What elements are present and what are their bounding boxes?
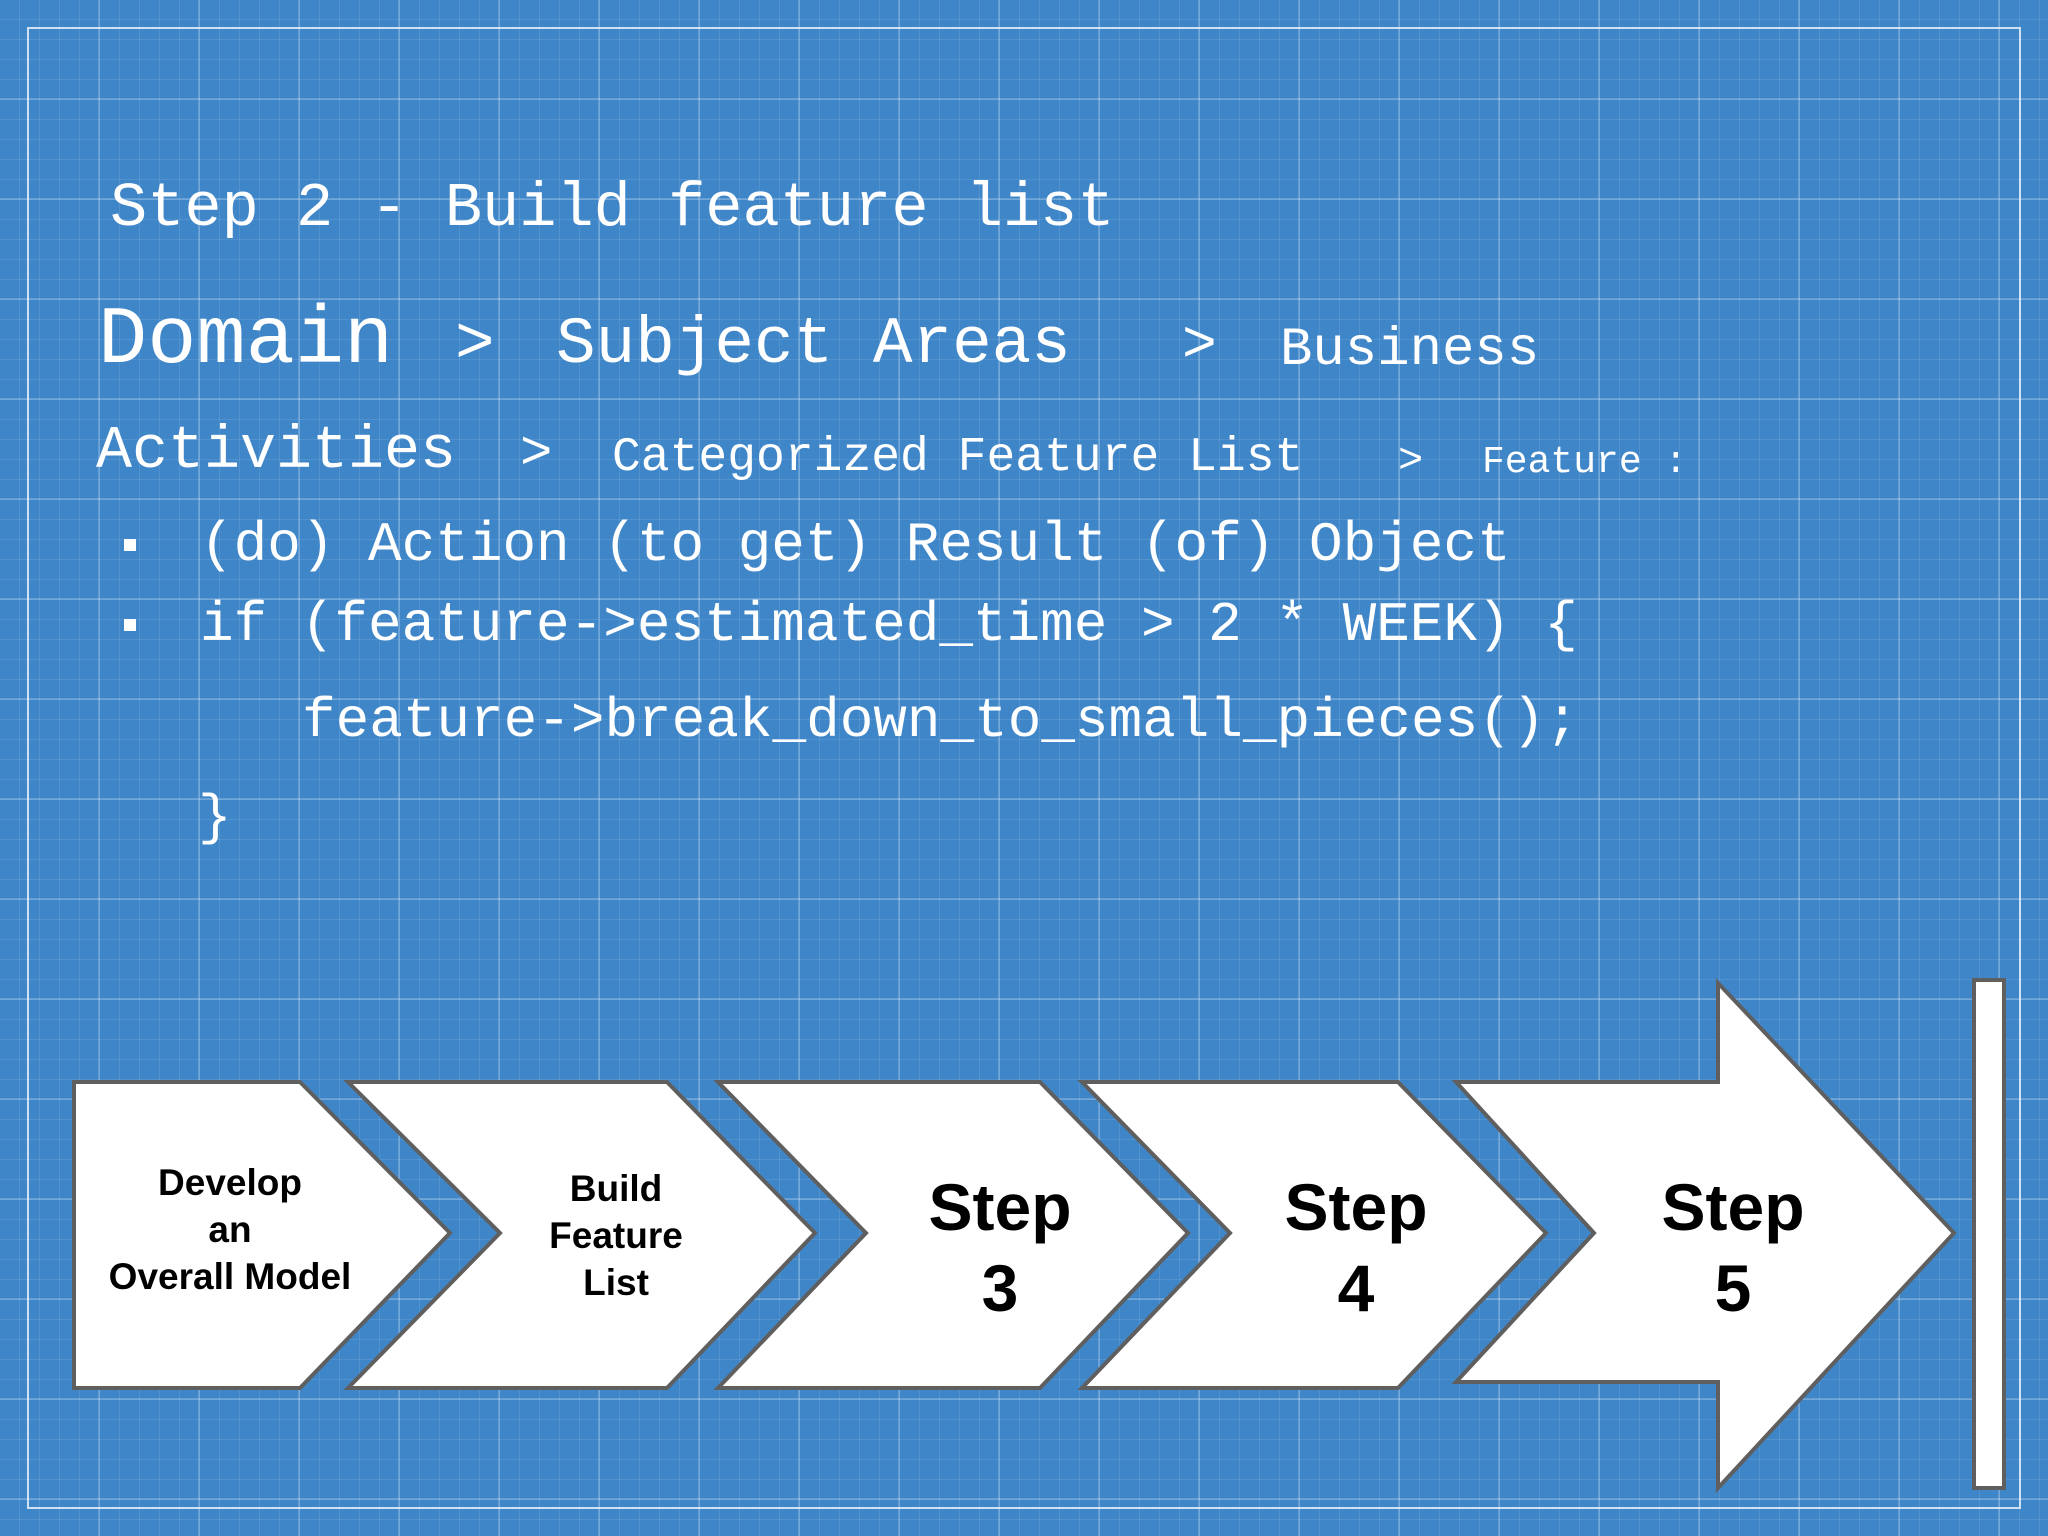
breadcrumb-activities: Activities xyxy=(96,418,457,486)
breadcrumb-categorized-feature-list: Categorized Feature List xyxy=(612,431,1304,485)
bullet-item: if (feature->estimated_time > 2 * WEEK) … xyxy=(200,593,1578,657)
bullet-marker xyxy=(124,539,136,551)
slide-frame xyxy=(27,27,2021,1509)
breadcrumb-feature: Feature : xyxy=(1482,441,1688,484)
end-bar xyxy=(1972,978,2006,1490)
slide-title: Step 2 - Build feature list xyxy=(110,173,1115,244)
step-1-label-line-2: an xyxy=(208,1209,251,1250)
process-step-4: Step 4 xyxy=(1077,1080,1549,1390)
breadcrumb-separator: > xyxy=(1182,314,1217,379)
step-3-label-line-2: 3 xyxy=(982,1251,1019,1325)
breadcrumb-domain: Domain xyxy=(98,294,394,387)
step-2-label-line-2: Feature xyxy=(549,1215,683,1256)
breadcrumb-separator: > xyxy=(455,307,495,382)
step-2-label-line-1: Build xyxy=(570,1168,662,1209)
process-step-1: Develop an Overall Model xyxy=(72,1080,453,1390)
step-5-label-line-1: Step xyxy=(1661,1170,1804,1244)
step-5-label-line-2: 5 xyxy=(1715,1251,1752,1325)
code-closing-brace: } xyxy=(198,786,232,850)
breadcrumb-subject-areas: Subject Areas xyxy=(556,307,1071,382)
step-2-label-line-3: List xyxy=(583,1262,649,1303)
process-step-2: Build Feature List xyxy=(343,1080,818,1390)
process-step-3: Step 3 xyxy=(713,1080,1191,1390)
step-1-label-line-3: Overall Model xyxy=(109,1256,352,1297)
process-step-5-arrow: Step 5 xyxy=(1451,977,1957,1494)
breadcrumb-separator: > xyxy=(1398,437,1424,485)
step-4-label-line-2: 4 xyxy=(1338,1251,1375,1325)
step-3-label-line-1: Step xyxy=(928,1170,1071,1244)
bullet-item: (do) Action (to get) Result (of) Object xyxy=(200,513,1511,577)
step-1-label-line-1: Develop xyxy=(158,1162,302,1203)
code-body-line: feature->break_down_to_small_pieces(); xyxy=(302,689,1580,753)
breadcrumb-business: Business xyxy=(1280,320,1540,381)
bullet-marker xyxy=(124,619,136,631)
step-4-label-line-1: Step xyxy=(1284,1170,1427,1244)
breadcrumb-separator: > xyxy=(520,424,553,485)
